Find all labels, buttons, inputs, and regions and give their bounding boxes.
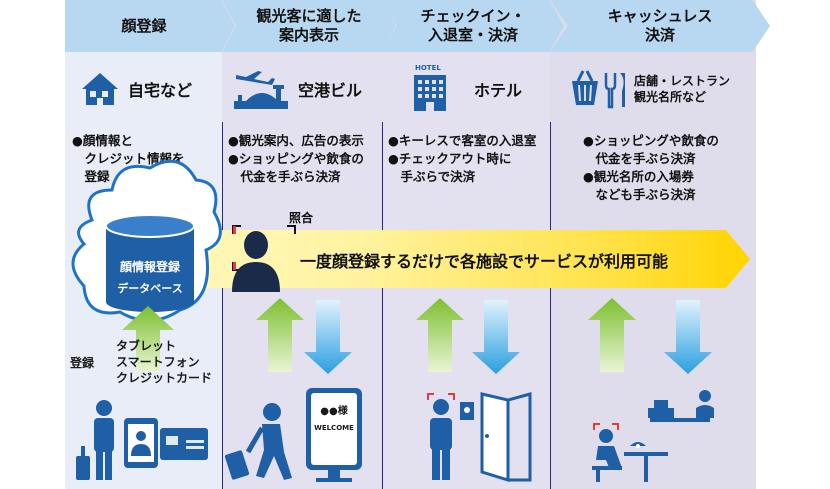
bullet-line: ●ショッピングや飲食の: [228, 151, 364, 166]
home-bullets: ●顔情報と クレジット情報を 登録: [72, 132, 185, 186]
hotel-sign: HOTEL: [415, 64, 441, 72]
down-arrow-icon: [472, 300, 520, 374]
guest-icon: [427, 393, 455, 480]
step-checkin-header: チェックイン・ 入退室・決済: [382, 0, 564, 52]
hotel-bullets: ●キーレスで客室の入退室 ●チェックアウト時に 手ぶらで決済: [388, 132, 536, 186]
hotel-icon: [414, 75, 446, 111]
airport-bullets: ●観光案内、広告の表示 ●ショッピングや飲食の 代金を手ぶら決済: [228, 132, 364, 186]
location-label: ホテル: [474, 81, 523, 100]
signage-welcome: WELCOME: [314, 424, 354, 432]
bullet-line: ●観光名所の入場券: [583, 169, 694, 184]
up-arrow-icon: [122, 306, 174, 372]
location-label: 空港ビル: [298, 81, 363, 100]
bullet-line: 手ぶらで決済: [388, 169, 476, 184]
tablet-icon: [124, 418, 158, 468]
registration-label: 登録: [70, 356, 95, 370]
bullet-line: ●観光案内、広告の表示: [228, 133, 364, 148]
database-title: 顔情報登録: [119, 260, 180, 274]
bullet-line: 代金を手ぶら決済: [228, 169, 341, 184]
location-label: 店舗・レストラン 観光名所など: [634, 74, 731, 104]
database-subtitle: データベース: [117, 282, 183, 295]
database-icon: [105, 214, 195, 312]
credit-card-icon: [160, 428, 208, 460]
house-icon: [82, 73, 118, 105]
bullet-line: ●キーレスで客室の入退室: [388, 133, 537, 148]
walking-traveler-icon: [224, 403, 292, 480]
location-hotel: HOTEL ホテル: [410, 64, 523, 112]
shop-icon: [572, 70, 625, 109]
digital-signage-icon: [306, 388, 362, 482]
bullet-line: 代金を手ぶら決済: [583, 151, 696, 166]
signage-name: ●●様: [320, 406, 348, 417]
location-home: 自宅など: [80, 66, 192, 112]
up-arrow-icon: [588, 298, 636, 372]
shop-bullets: ●ショッピングや飲食の 代金を手ぶら決済 ●観光名所の入場券 なども手ぶら決済: [583, 132, 719, 204]
diner-icon: [592, 423, 622, 482]
location-label: 自宅など: [128, 81, 193, 100]
column-divider: [382, 122, 383, 489]
column-divider: [550, 122, 551, 489]
face-reader-icon: [460, 402, 474, 420]
bullet-line: ●チェックアウト時に: [388, 151, 512, 166]
down-arrow-icon: [664, 300, 712, 374]
location-shop: 店舗・レストラン 観光名所など: [570, 66, 730, 112]
bullet-line: ●顔情報と: [72, 133, 133, 148]
step-cashless-header: キャッシュレス 決済: [550, 0, 770, 52]
verify-label: 照合: [289, 211, 314, 225]
location-airport: 空港ビル: [232, 66, 362, 112]
door-icon: [480, 392, 532, 483]
down-arrow-icon: [304, 300, 352, 374]
bullet-line: なども手ぶら決済: [583, 187, 696, 202]
cashier-icon: [648, 390, 714, 422]
airport-icon: [234, 71, 288, 109]
bullet-line: ●ショッピングや飲食の: [583, 133, 719, 148]
step-face-registration-header: 顔登録: [65, 0, 235, 52]
traveler-icon: [76, 400, 114, 480]
banner-text: 一度顔登録するだけで各施設でサービスが利用可能: [300, 252, 669, 271]
face-scan-icon: [232, 225, 296, 292]
step-guidance-header: 観光客に適した 案内表示: [222, 0, 396, 52]
up-arrow-icon: [416, 298, 464, 372]
registration-devices: タブレット スマートフォン クレジットカード: [116, 339, 213, 385]
bullet-line: 登録: [72, 169, 110, 184]
up-arrow-icon: [256, 298, 304, 372]
table-icon: [624, 442, 668, 482]
column-divider: [222, 122, 223, 489]
